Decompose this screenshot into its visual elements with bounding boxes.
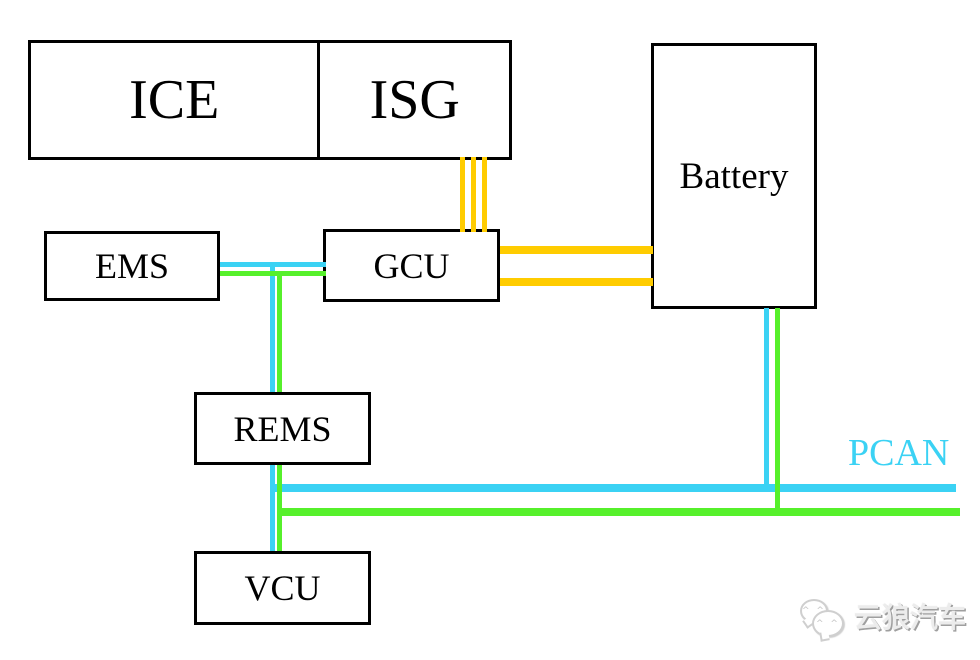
vcu-box: VCU: [194, 551, 371, 625]
pcan-cyan-bus: [270, 484, 956, 492]
isg-gcu-power-line-1: [460, 157, 465, 232]
isg-gcu-power-line-2: [471, 157, 476, 232]
vcu-label: VCU: [244, 568, 321, 608]
ice-label: ICE: [129, 69, 220, 131]
ems-label: EMS: [94, 246, 170, 286]
pcan-green-bus: [277, 508, 960, 516]
battery-bus-cyan-line: [764, 308, 769, 492]
gcu-box: GCU: [323, 229, 500, 302]
isg-box: ISG: [317, 43, 509, 157]
junction-rems-green-line: [277, 271, 282, 392]
ice-isg-block: ICE ISG: [28, 40, 512, 160]
battery-bus-green-line: [775, 308, 780, 516]
ems-box: EMS: [44, 231, 220, 301]
gcu-battery-power-line-2: [500, 278, 653, 286]
watermark: ^ ^ ^ ^ 云狼汽车: [798, 596, 967, 642]
watermark-text: 云狼汽车: [854, 601, 967, 634]
wechat-icon: ^ ^ ^ ^: [798, 596, 846, 642]
ems-gcu-green-line: [220, 271, 326, 276]
ice-box: ICE: [31, 43, 317, 157]
rems-box: REMS: [194, 392, 371, 465]
junction-rems-cyan-line: [270, 262, 275, 392]
isg-gcu-power-line-3: [482, 157, 487, 232]
battery-label: Battery: [679, 155, 789, 197]
rems-label: REMS: [233, 408, 332, 449]
pcan-bus-label: PCAN: [848, 432, 950, 474]
isg-label: ISG: [369, 69, 460, 131]
gcu-battery-power-line-1: [500, 246, 653, 254]
gcu-label: GCU: [373, 245, 450, 286]
rems-vcu-cyan-line: [270, 465, 275, 551]
battery-box: Battery: [651, 43, 817, 309]
